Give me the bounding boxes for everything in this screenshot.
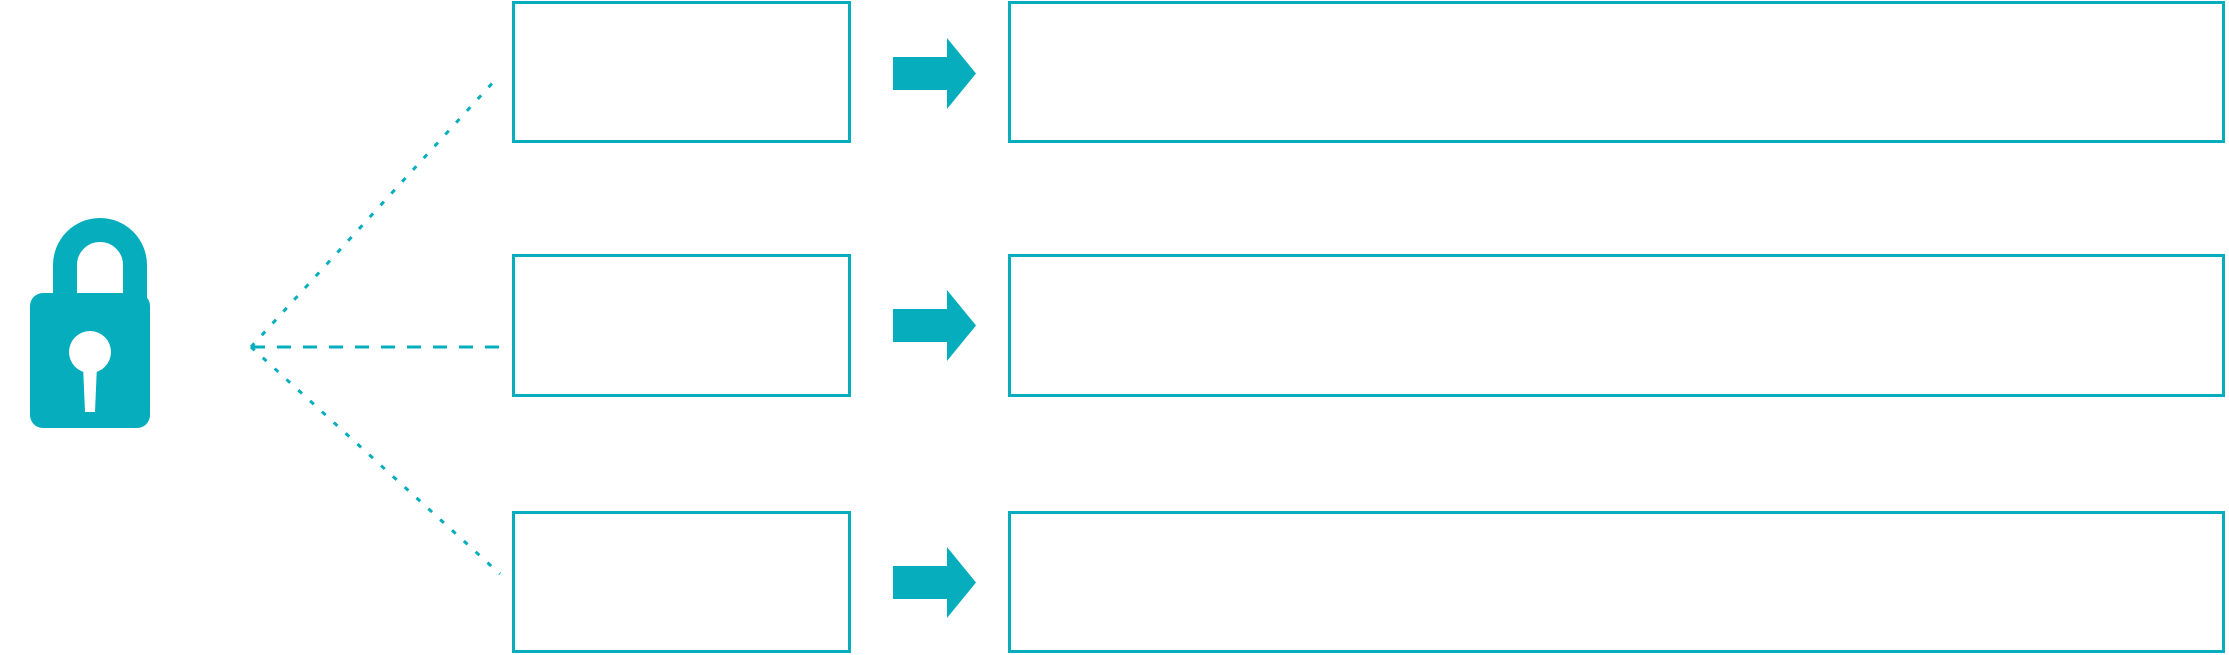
row-1-right-box[interactable] bbox=[1008, 1, 2225, 143]
row-2-right-box[interactable] bbox=[1008, 254, 2225, 397]
lock-keyhole-stem bbox=[83, 365, 97, 412]
row-1-left-box[interactable] bbox=[512, 1, 851, 143]
row-1-group bbox=[512, 1, 2225, 143]
row-3-group bbox=[512, 511, 2225, 653]
lock-icon bbox=[30, 218, 150, 428]
row-3-left-box[interactable] bbox=[512, 511, 851, 653]
row-3-arrow-right-icon bbox=[893, 547, 976, 618]
connector-to-row-3 bbox=[249, 345, 502, 576]
row-2-group bbox=[512, 254, 2225, 397]
row-2-left-box[interactable] bbox=[512, 254, 851, 397]
lock-keyhole-circle bbox=[69, 331, 111, 373]
row-1-arrow-right-icon bbox=[893, 38, 976, 109]
row-3-right-box[interactable] bbox=[1008, 511, 2225, 653]
row-2-arrow-right-icon bbox=[893, 290, 976, 361]
connector-group bbox=[249, 76, 507, 576]
lock-shackle bbox=[53, 218, 147, 305]
connector-to-row-1 bbox=[249, 76, 499, 349]
